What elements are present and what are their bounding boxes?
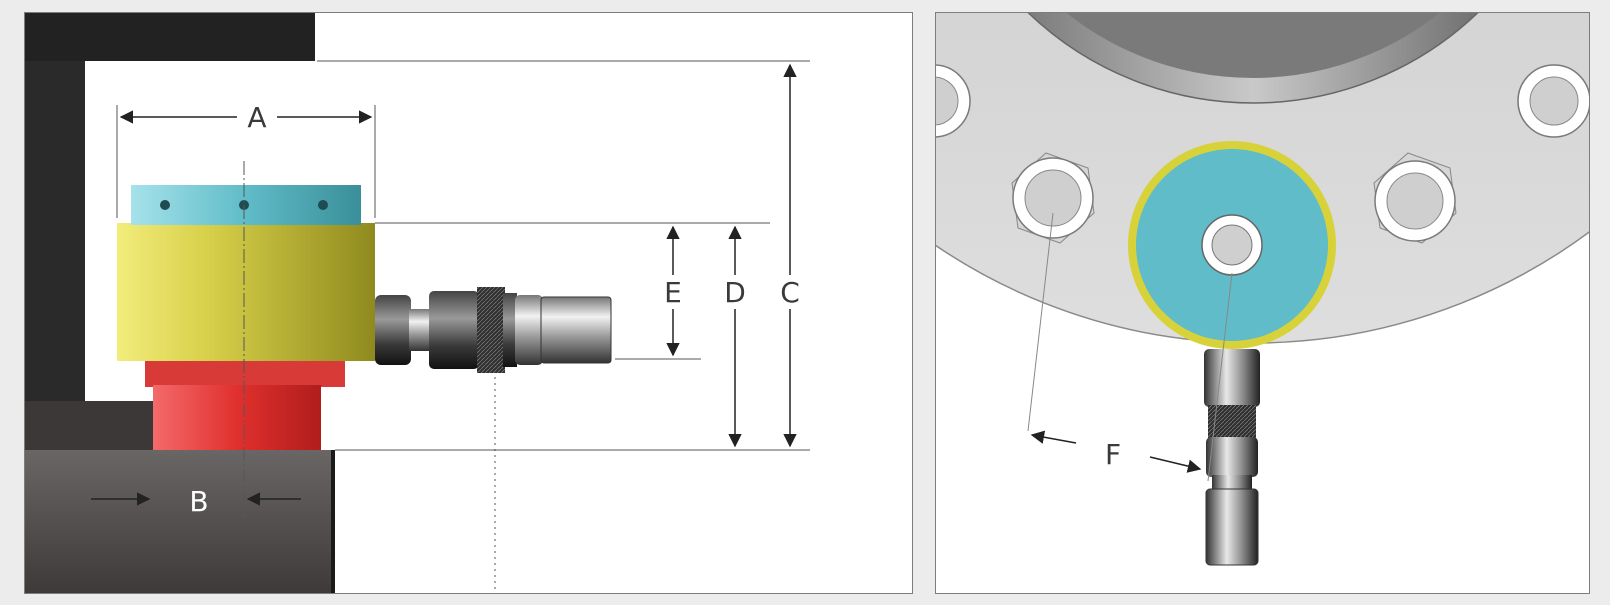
cap-hole	[160, 200, 170, 210]
cap-hole	[318, 200, 328, 210]
frame-vertical-bar	[25, 61, 85, 401]
socket-body	[153, 385, 321, 450]
dimension-label-e: E	[664, 276, 682, 309]
extension-lines	[116, 60, 810, 593]
dimension-lines	[91, 63, 797, 506]
extension-lines	[1027, 212, 1233, 482]
dimension-label-c: C	[780, 276, 800, 309]
pipe-inner	[1066, 13, 1440, 78]
dimension-label-d: D	[724, 276, 746, 309]
dimension-label-a: A	[247, 101, 266, 134]
bolt-nut	[1373, 152, 1457, 244]
frame-top-bar	[25, 13, 315, 61]
dimension-label-b: B	[189, 485, 208, 518]
side-view-diagram: A B C D E	[25, 13, 810, 593]
socket-flange	[145, 361, 345, 387]
bolt-nut	[1011, 152, 1095, 244]
dimension-label-f: F	[1105, 438, 1121, 471]
top-view-diagram: F	[936, 13, 1589, 566]
cap-center-bore	[1211, 224, 1253, 266]
cylinder-body	[117, 223, 375, 361]
hydraulic-coupler	[375, 287, 612, 373]
base-plate	[25, 450, 331, 593]
frame-foot	[25, 401, 153, 450]
top-view-panel: F	[935, 12, 1590, 594]
hydraulic-coupler	[1204, 349, 1260, 566]
side-view-panel: A B C D E	[24, 12, 913, 594]
base-plate-edge	[331, 450, 335, 593]
bolt-nut	[936, 64, 971, 138]
dimension-line-f	[1030, 430, 1202, 473]
bolt-nut	[1517, 64, 1589, 138]
